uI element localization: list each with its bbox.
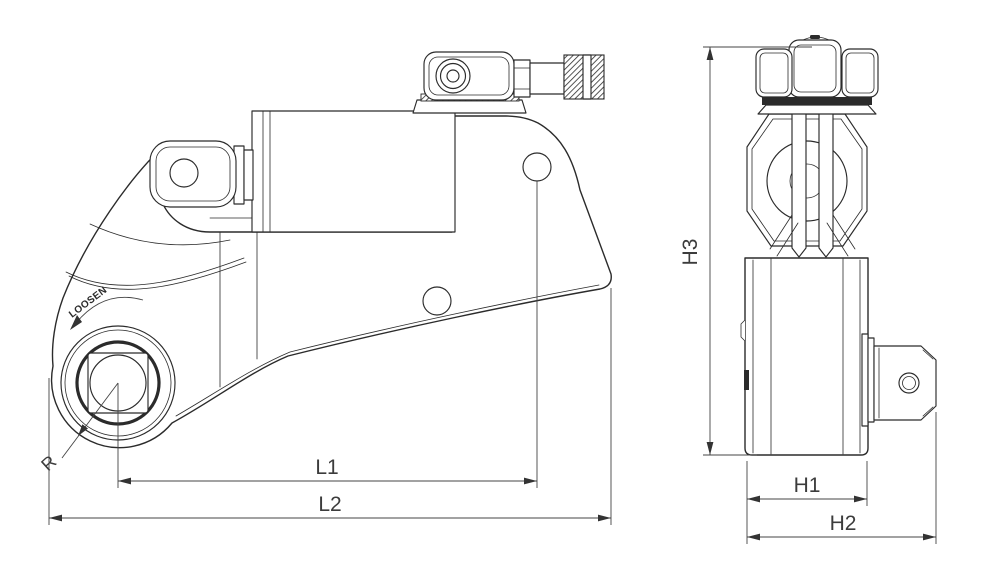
- neck-web-1: [769, 214, 793, 250]
- coupler-stem: [529, 62, 565, 95]
- h3-label: H3: [679, 239, 702, 266]
- octagon-housing: [746, 113, 868, 247]
- h1-label: H1: [794, 474, 821, 497]
- swivel-port-outer: [435, 58, 471, 94]
- shoulder-curve-lower-2: [68, 261, 247, 290]
- h1-arrow-left: [747, 495, 760, 503]
- swivel-port-mid: [439, 62, 467, 90]
- reaction-arm-hole: [522, 152, 552, 182]
- dimension-h1: H1: [746, 461, 868, 544]
- clevis-collar-inner: [243, 149, 254, 201]
- loosen-arrow-arc: [75, 296, 144, 324]
- left-coupler-body: [755, 48, 793, 98]
- pivot-boss-circle: [766, 140, 848, 222]
- octagon-inner-contour: [751, 118, 863, 242]
- dimension-h3: H3: [679, 46, 812, 456]
- dimension-l2: L2: [48, 288, 612, 525]
- coupler-flange: [757, 104, 877, 115]
- drive-chamfer-top: [922, 349, 934, 360]
- neck-web-2: [832, 214, 856, 250]
- body-left-notch: [740, 319, 746, 342]
- center-coupler-body: [788, 39, 842, 98]
- drive-pin-hole-inner: [902, 376, 916, 390]
- h2-arrow-left: [747, 533, 760, 541]
- coupler-seal-band: [762, 97, 872, 105]
- neck-web-3: [776, 222, 799, 257]
- drive-flange-outer: [861, 333, 869, 427]
- front-view: H3 H1 H2: [679, 35, 937, 544]
- fork-bar-right: [818, 109, 834, 258]
- wrench-body-outline: [50, 115, 612, 449]
- body-left-tick: [744, 370, 749, 390]
- clevis-pivot-hole: [169, 158, 199, 188]
- center-coupler-inner: [793, 44, 837, 93]
- dimension-l1: L1: [117, 181, 538, 488]
- front-body-slab: [744, 257, 869, 456]
- swivel-port-center: [446, 69, 460, 83]
- l2-label: L2: [318, 493, 341, 516]
- h1-arrow-right: [854, 495, 867, 503]
- drive-chamfer-bottom: [922, 406, 934, 417]
- fork-bar-left: [791, 109, 807, 258]
- dimension-h2: H2: [747, 412, 937, 544]
- loosen-arrowhead: [70, 315, 82, 330]
- quick-coupler-groove: [582, 54, 592, 100]
- h3-arrow-bottom: [706, 442, 714, 455]
- drive-pin-hole: [898, 372, 920, 394]
- radius-leader-line: [61, 382, 119, 459]
- right-coupler-inner: [845, 52, 875, 94]
- hydraulic-cylinder: [251, 110, 456, 233]
- left-coupler-inner: [759, 52, 789, 94]
- h2-arrow-right: [923, 533, 936, 541]
- side-view: LOOSEN R L1 L2: [37, 51, 612, 525]
- radius-arrowhead: [78, 424, 88, 436]
- l2-arrow-left: [49, 514, 62, 522]
- h2-label: H2: [830, 512, 857, 535]
- shoulder-curve-lower: [65, 257, 245, 286]
- l1-arrow-right: [524, 477, 537, 485]
- drive-flange-inner: [867, 337, 875, 423]
- l1-arrow-left: [118, 477, 131, 485]
- center-coupler-tick: [810, 35, 820, 39]
- h3-arrow-top: [706, 47, 714, 60]
- l2-arrow-right: [598, 514, 611, 522]
- body-wall-inner-line: [175, 284, 600, 417]
- l1-label: L1: [315, 456, 338, 479]
- neck-web-4: [826, 222, 849, 257]
- body-center-hole: [422, 286, 452, 316]
- swivel-block-inner: [428, 56, 510, 96]
- shoulder-curve-upper: [89, 223, 231, 246]
- coupler-hex-collar: [513, 59, 531, 98]
- right-coupler-body: [841, 48, 879, 98]
- rear-clevis-inner-contour: [155, 146, 231, 202]
- swivel-base-plate: [412, 99, 527, 114]
